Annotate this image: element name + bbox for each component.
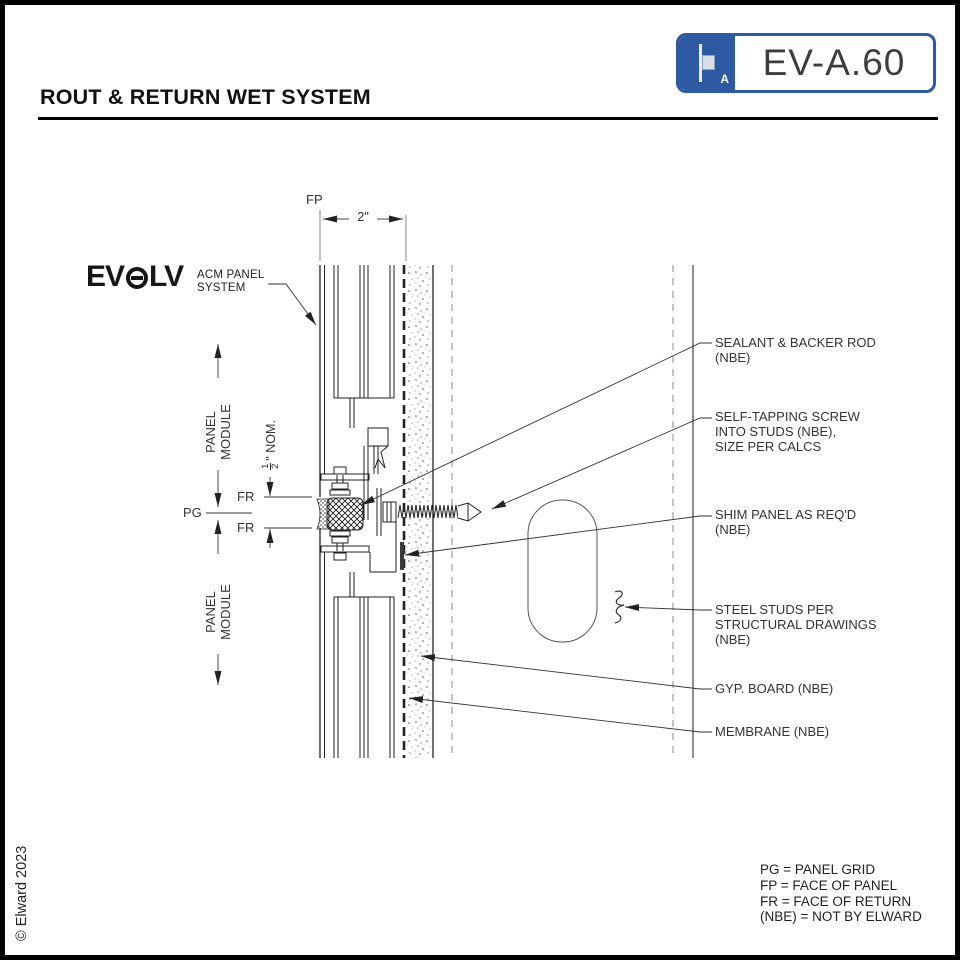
fraction: 1 2 — [259, 462, 282, 470]
logo-subtitle: ACM PANEL SYSTEM — [197, 269, 265, 294]
backer-rod — [326, 497, 364, 531]
joint-bolt-bottom — [331, 536, 349, 544]
shim — [400, 542, 404, 570]
legend-line: PG = PANEL GRID — [760, 862, 876, 877]
title-rule — [38, 117, 938, 120]
leader-shim — [404, 515, 712, 557]
callout-gyp: GYP. BOARD (NBE) — [715, 681, 834, 696]
legend-line: FR = FACE OF RETURN — [760, 893, 912, 909]
evolv-logo: EV LV — [86, 260, 184, 293]
badge-icon-letter: A — [720, 72, 729, 86]
callout-shim: SHIM PANEL AS REQ'D (NBE) — [715, 507, 857, 537]
panel-module-label-top: PANEL MODULE — [203, 404, 233, 460]
legend-line: (NBE) = NOT BY ELWARD — [760, 909, 922, 925]
leader-membrane — [408, 696, 712, 733]
leader-gyp — [420, 654, 712, 690]
leader-lines — [268, 283, 712, 733]
fp-label: FP — [306, 192, 323, 207]
legend-line: FP = FACE OF PANEL — [760, 877, 898, 893]
fr-label-top: FR — [237, 489, 255, 504]
logo-text-pre: EV — [86, 260, 125, 293]
panel-bottom — [319, 522, 397, 758]
callout-sealant: SEALANT & BACKER ROD (NBE) — [715, 335, 876, 365]
self-tapping-screw — [382, 501, 482, 523]
joint-bolt-top — [331, 482, 349, 490]
fr-label-bottom: FR — [237, 520, 255, 535]
abbreviation-legend: PG = PANEL GRID FP = FACE OF PANEL FR = … — [760, 862, 922, 925]
logo-text-post: LV — [149, 260, 184, 293]
hanging-clip — [367, 427, 389, 447]
panel-module-label-bottom: PANEL MODULE — [203, 584, 233, 640]
page-title: ROUT & RETURN WET SYSTEM — [40, 85, 371, 109]
nominal-gap-dimension: 1 2 " NOM. — [259, 420, 282, 470]
elward-logo-icon: A — [679, 36, 735, 90]
dimension-lines — [206, 210, 407, 685]
copyright-note: © Elward 2023 — [14, 845, 30, 941]
pg-label: PG — [183, 505, 202, 520]
panel-joint — [316, 446, 482, 570]
drawing-number: EV-A.60 — [762, 42, 906, 83]
width-dimension: 2" — [357, 209, 369, 224]
break-symbol — [614, 590, 625, 624]
leader-sealant — [360, 342, 712, 506]
callout-screw: SELF-TAPPING SCREW INTO STUDS (NBE), SIZ… — [715, 409, 860, 454]
sealant — [316, 498, 330, 530]
logo-theta-icon — [126, 267, 149, 289]
drawing-number-badge: A EV-A.60 — [676, 33, 936, 93]
stud-cutout — [527, 499, 598, 643]
leader-logo — [268, 283, 317, 326]
panel-top — [319, 265, 395, 497]
callout-membrane: MEMBRANE (NBE) — [715, 724, 830, 739]
callout-studs: STEEL STUDS PER STRUCTURAL DRAWINGS (NBE… — [715, 602, 877, 647]
leader-studs — [624, 604, 712, 612]
leader-screw — [491, 417, 712, 510]
